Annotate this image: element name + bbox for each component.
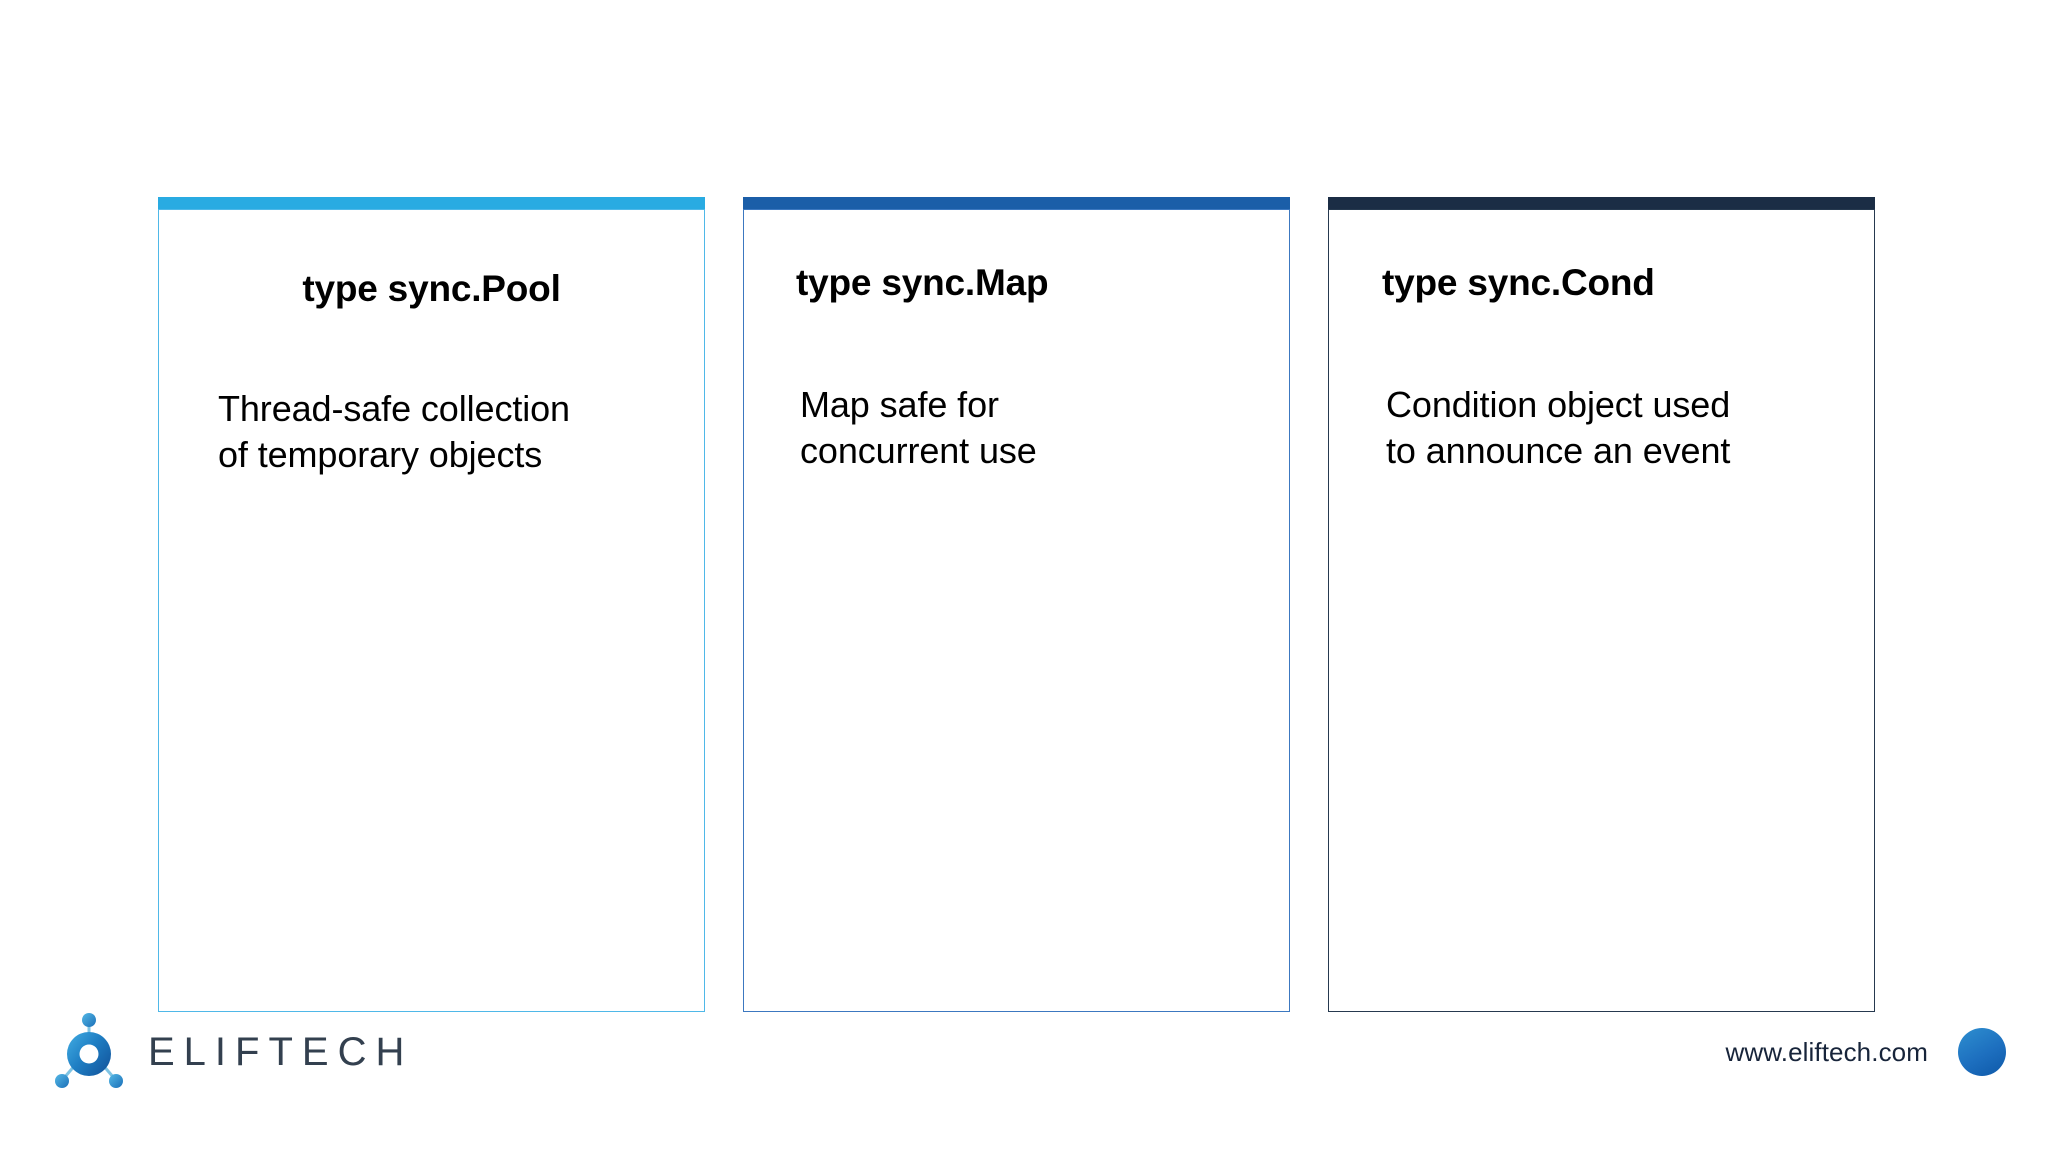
footer-website-url[interactable]: www.eliftech.com xyxy=(1725,1036,1928,1067)
card-content-sync-map: type sync.Map Map safe for concurrent us… xyxy=(743,197,1290,1012)
card-accent-bar-sync-pool xyxy=(158,197,705,210)
eliftech-atom-logo-icon xyxy=(52,1012,126,1092)
card-body-line: to announce an event xyxy=(1386,429,1731,471)
card-body-sync-cond: Condition object used to announce an eve… xyxy=(1386,382,1827,474)
card-content-sync-cond: type sync.Cond Condition object used to … xyxy=(1328,197,1875,1012)
card-title-sync-map: type sync.Map xyxy=(796,262,1049,303)
card-sync-cond[interactable]: type sync.Cond Condition object used to … xyxy=(1328,197,1875,1012)
card-content-sync-pool: type sync.Pool Thread-safe collection of… xyxy=(158,197,705,1012)
card-body-line: Map safe for xyxy=(800,383,999,425)
card-body-line: concurrent use xyxy=(800,429,1037,471)
card-accent-bar-sync-map xyxy=(743,197,1290,210)
blue-circle-icon xyxy=(1958,1028,2006,1076)
cards-row: type sync.Pool Thread-safe collection of… xyxy=(158,197,1875,1012)
footer-right-group: www.eliftech.com xyxy=(1726,1028,2006,1076)
brand-wordmark: ELIFTECH xyxy=(148,1029,414,1074)
card-title-sync-cond: type sync.Cond xyxy=(1382,262,1655,303)
card-title-sync-pool: type sync.Pool xyxy=(302,268,561,309)
card-sync-pool[interactable]: type sync.Pool Thread-safe collection of… xyxy=(158,197,705,1012)
card-body-line: of temporary objects xyxy=(218,433,543,475)
card-sync-map[interactable]: type sync.Map Map safe for concurrent us… xyxy=(743,197,1290,1012)
card-body-sync-pool: Thread-safe collection of temporary obje… xyxy=(218,386,657,478)
card-body-line: Thread-safe collection xyxy=(218,387,570,429)
footer-brand-logo: ELIFTECH xyxy=(52,1012,413,1092)
card-accent-bar-sync-cond xyxy=(1328,197,1875,210)
card-body-line: Condition object used xyxy=(1386,383,1731,425)
card-body-sync-map: Map safe for concurrent use xyxy=(800,382,1242,474)
